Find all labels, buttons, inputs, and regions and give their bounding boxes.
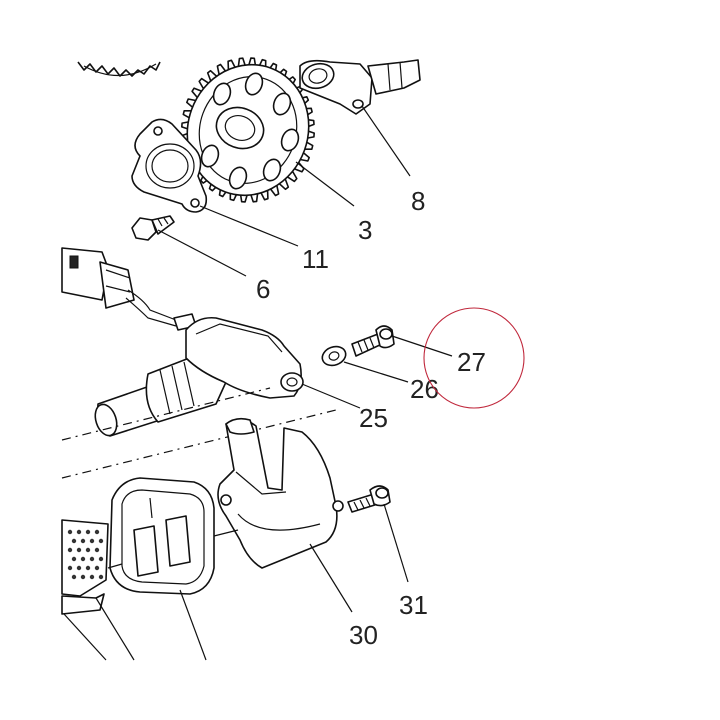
- mesh-dot: [71, 556, 77, 562]
- gasket-plate: [131, 118, 208, 213]
- leader-gasket-b: [213, 529, 239, 537]
- mesh-dot: [80, 538, 86, 544]
- mesh-dot: [94, 565, 100, 571]
- mesh-dot: [94, 529, 100, 535]
- large-gear: [181, 57, 316, 203]
- callout-8: 8: [411, 186, 425, 216]
- cover-30: [217, 417, 344, 569]
- leader-6: [157, 229, 247, 277]
- mesh-dot: [89, 556, 95, 562]
- leader-mesh-b: [95, 597, 135, 661]
- callout-6: 6: [256, 274, 270, 304]
- leader-11: [199, 205, 299, 247]
- callout-25: 25: [359, 403, 388, 433]
- mesh-dot: [67, 547, 73, 553]
- leader-gasket: [179, 589, 207, 661]
- axis-line-lower: [61, 409, 337, 479]
- mesh-dot: [98, 574, 104, 580]
- mesh-dot: [71, 538, 77, 544]
- mesh-dot: [76, 565, 82, 571]
- leader-31: [383, 503, 409, 583]
- leader-lines: [63, 105, 453, 661]
- mesh-dot: [98, 538, 104, 544]
- leader-25: [301, 383, 361, 409]
- mesh-dot: [67, 529, 73, 535]
- sensor-connector: [61, 247, 197, 331]
- mesh-dot: [89, 574, 95, 580]
- leader-26: [343, 361, 409, 383]
- sensor-body: [94, 316, 304, 437]
- mesh-dot: [85, 565, 91, 571]
- mesh-dot: [98, 556, 104, 562]
- gasket-lower: [109, 477, 215, 595]
- bolt-31: [347, 485, 391, 513]
- mesh-dot: [76, 547, 82, 553]
- mesh-filter: [61, 519, 109, 615]
- highlight-circle: [423, 307, 525, 409]
- mesh-dot: [67, 565, 73, 571]
- mesh-dot: [76, 529, 82, 535]
- leader-8: [361, 105, 411, 177]
- leader-3: [295, 161, 355, 207]
- leader-mesh-c: [107, 563, 123, 569]
- mesh-dot: [85, 529, 91, 535]
- mesh-dot: [71, 574, 77, 580]
- axis-line-upper: [61, 387, 271, 441]
- callout-31: 31: [399, 590, 428, 620]
- bolt-27: [351, 325, 395, 357]
- callout-30: 30: [349, 620, 378, 650]
- mesh-dot: [80, 574, 86, 580]
- callout-11: 11: [302, 244, 329, 274]
- leader-mesh-a: [63, 613, 107, 661]
- callout-27: 27: [457, 347, 486, 377]
- callout-3: 3: [358, 215, 372, 245]
- hex-screw-6: [131, 215, 175, 241]
- camshaft-end: [299, 59, 421, 115]
- mesh-dot: [85, 547, 91, 553]
- mesh-dots: [67, 529, 104, 580]
- partial-gear-top-left: [77, 61, 161, 77]
- leader-27: [391, 335, 453, 357]
- leader-30: [309, 543, 353, 613]
- mesh-dot: [80, 556, 86, 562]
- washer-26: [321, 345, 347, 367]
- mesh-dot: [94, 547, 100, 553]
- mesh-dot: [89, 538, 95, 544]
